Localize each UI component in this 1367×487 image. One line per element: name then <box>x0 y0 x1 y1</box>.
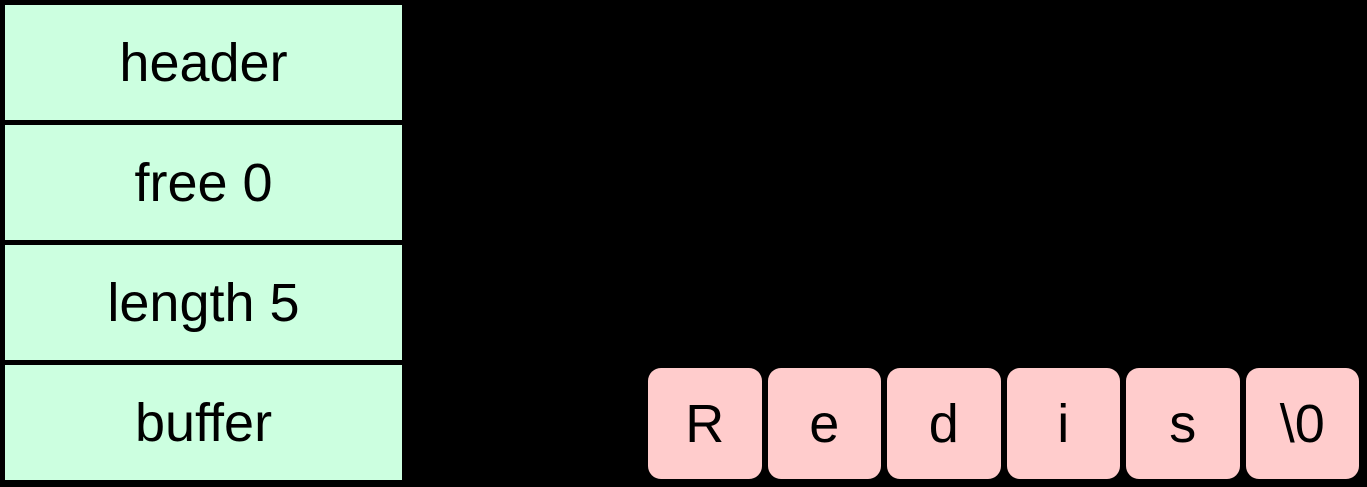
buffer-char-3: i <box>1057 393 1070 454</box>
buffer-cell-2: d <box>887 368 1001 479</box>
buffer-char-1: e <box>809 393 840 454</box>
buffer-char-5: \0 <box>1279 393 1325 454</box>
struct-row-header: header <box>5 5 402 120</box>
struct-field-label-free: free 0 <box>134 152 273 213</box>
struct-field-label-header: header <box>119 32 288 93</box>
buffer-char-4: s <box>1169 393 1197 454</box>
struct-row-free: free 0 <box>5 125 402 240</box>
buffer-char-2: d <box>928 393 959 454</box>
struct-field-label-buffer: buffer <box>134 392 273 453</box>
sds-struct-table: header free 0 length 5 buffer <box>5 5 402 480</box>
buffer-character-strip: R e d i s \0 <box>648 368 1359 479</box>
buffer-cell-5: \0 <box>1245 368 1359 479</box>
buffer-cell-4: s <box>1126 368 1240 479</box>
buffer-cell-0: R <box>648 368 762 479</box>
buffer-cell-1: e <box>767 368 881 479</box>
struct-row-buffer: buffer <box>5 365 402 480</box>
struct-row-length: length 5 <box>5 245 402 360</box>
buffer-char-0: R <box>685 393 725 454</box>
buffer-cell-3: i <box>1006 368 1120 479</box>
struct-field-label-length: length 5 <box>107 272 300 333</box>
